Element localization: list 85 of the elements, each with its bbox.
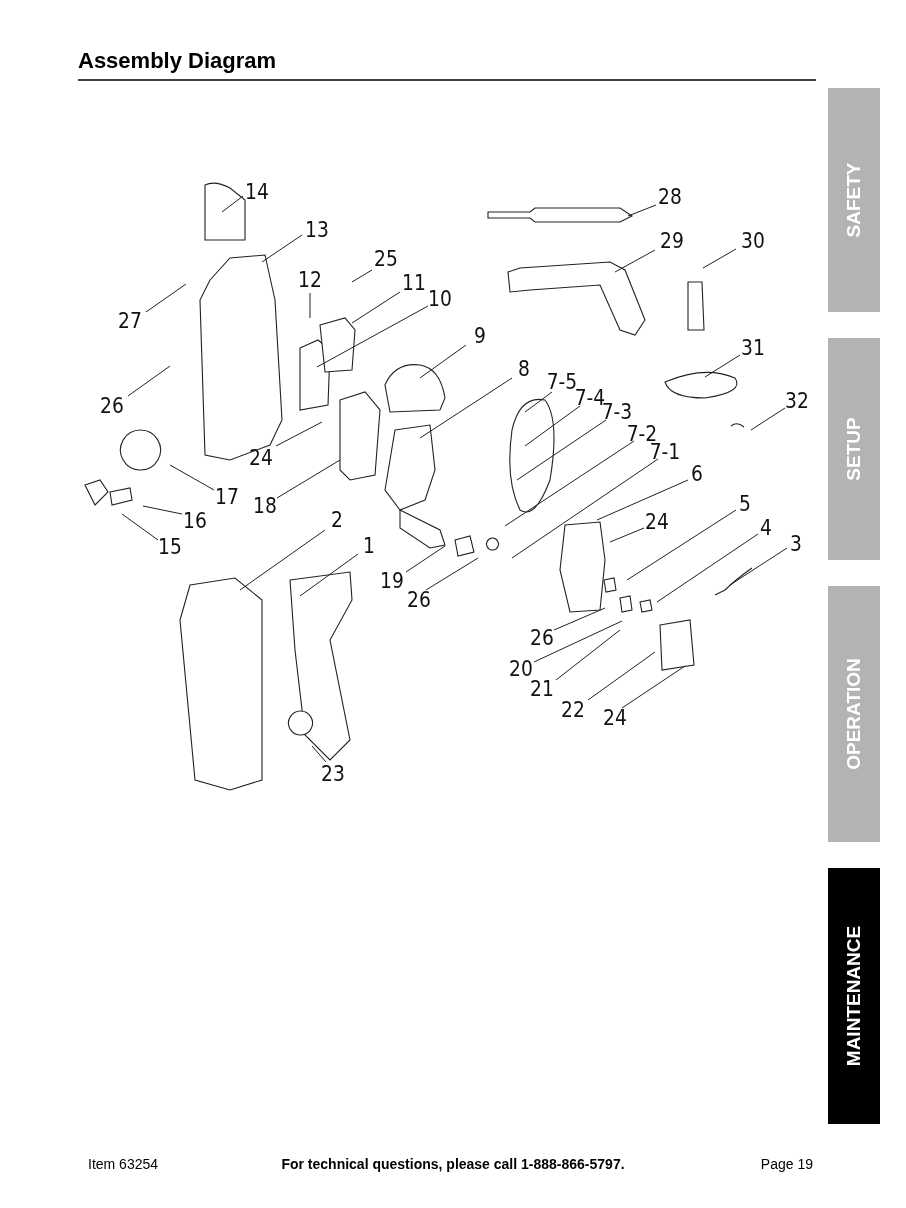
callout-number: 24: [249, 447, 273, 469]
leader-line: [405, 545, 446, 573]
leader-line: [425, 557, 479, 591]
callout-number: 19: [380, 570, 404, 592]
callout-number: 32: [785, 390, 809, 412]
callout-number: 28: [658, 186, 682, 208]
leader-line: [555, 629, 621, 681]
callout-number: 14: [245, 181, 269, 203]
section-tab: SAFETY: [828, 88, 880, 312]
leader-line: [221, 195, 244, 213]
callout-number: 31: [741, 337, 765, 359]
callout-number: 30: [741, 230, 765, 252]
footer-text: Page 19: [760, 1156, 813, 1172]
callout-number: 15: [158, 536, 182, 558]
callout-number: 3: [790, 533, 802, 555]
leader-line: [627, 204, 657, 217]
leader-line: [596, 479, 689, 521]
leader-line: [729, 547, 788, 586]
leader-line: [504, 440, 635, 527]
leader-line: [419, 377, 513, 439]
callout-number: 9: [474, 325, 486, 347]
section-tab: SETUP: [828, 338, 880, 560]
callout-number: 4: [760, 517, 772, 539]
leader-line: [142, 505, 183, 515]
leader-line: [702, 248, 737, 269]
leader-line: [121, 513, 159, 541]
leader-line: [511, 458, 659, 559]
leader-line: [316, 305, 429, 368]
leader-line: [704, 354, 741, 378]
section-tab: OPERATION: [828, 586, 880, 842]
callout-number: 24: [603, 707, 627, 729]
leader-line: [309, 292, 311, 319]
callout-number: 21: [530, 678, 554, 700]
callout-number: 17: [215, 486, 239, 508]
callout-number: 2: [331, 509, 343, 531]
callout-number: 24: [645, 511, 669, 533]
callout-number: 12: [298, 269, 322, 291]
leader-line: [169, 464, 215, 491]
leader-line: [553, 607, 606, 631]
footer-text: For technical questions, please call 1-888-866-5797.: [281, 1156, 625, 1172]
callout-number: 26: [100, 395, 124, 417]
callout-number: 13: [305, 219, 329, 241]
callout-number: 16: [183, 510, 207, 532]
leader-line: [239, 529, 326, 591]
leader-line: [533, 620, 623, 663]
callout-number: 20: [509, 658, 533, 680]
leader-line: [750, 407, 786, 431]
callout-number: 27: [118, 310, 142, 332]
callout-number: 11: [402, 272, 426, 294]
leader-line: [516, 419, 607, 481]
callout-number: 26: [530, 627, 554, 649]
page-title: Assembly Diagram: [78, 48, 277, 74]
callout-number: 5: [739, 493, 751, 515]
leader-line: [656, 533, 759, 603]
section-tab: MAINTENANCE: [828, 868, 880, 1124]
callout-number: 7-3: [601, 401, 633, 423]
leader-line: [587, 651, 656, 701]
leader-line: [419, 344, 467, 379]
callout-number: 7-1: [649, 441, 681, 463]
callout-number: 25: [374, 248, 398, 270]
leader-line: [299, 553, 359, 597]
callout-number: 6: [691, 463, 703, 485]
leader-line: [145, 283, 187, 313]
leader-line: [127, 365, 171, 397]
callout-number: 10: [428, 288, 452, 310]
leader-line: [609, 527, 645, 543]
callout-number: 29: [660, 230, 684, 252]
callout-number: 22: [561, 699, 585, 721]
callout-number: 18: [253, 495, 277, 517]
leader-line: [351, 291, 401, 324]
callout-number: 1: [363, 535, 375, 557]
leader-line: [261, 234, 303, 263]
callout-number: 8: [518, 358, 530, 380]
leader-line: [351, 269, 373, 283]
footer-text: Item 63254: [88, 1156, 159, 1172]
leader-line: [276, 459, 341, 499]
leader-line: [626, 509, 737, 581]
leader-line: [614, 249, 656, 273]
leader-line: [275, 421, 323, 447]
leader-line: [524, 391, 553, 413]
callout-number: 26: [407, 589, 431, 611]
leader-line: [621, 665, 686, 709]
leader-line: [311, 745, 327, 763]
callout-number: 23: [321, 763, 345, 785]
leader-line: [524, 405, 581, 447]
